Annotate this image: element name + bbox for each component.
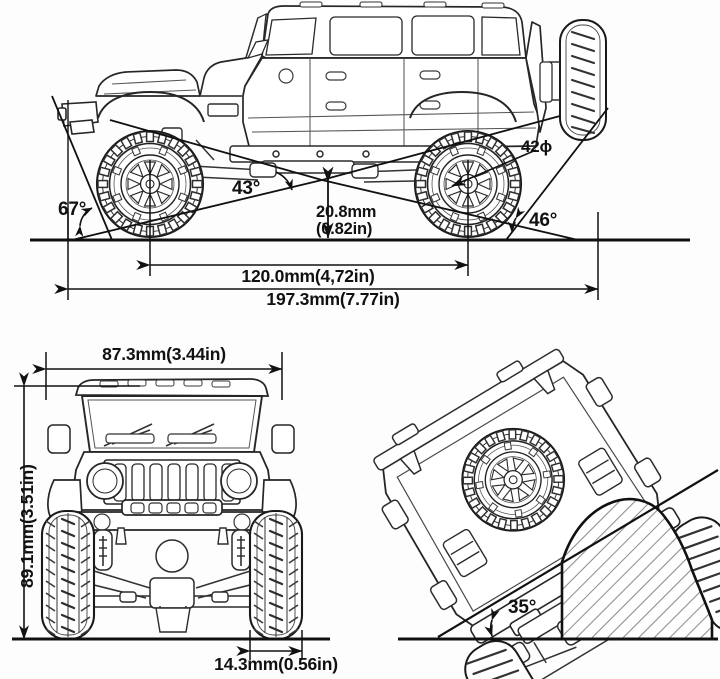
front-view-right-tire: [248, 509, 304, 641]
front-elevation-view: [12, 352, 330, 660]
label-ground-clearance-in: (0.82in): [316, 220, 373, 238]
obstacle-rock: [560, 497, 714, 641]
label-side-slope-angle: 35°: [508, 597, 537, 618]
label-departure-angle: 46°: [529, 210, 558, 231]
label-overall-length: 197.3mm(7.77in): [266, 289, 400, 309]
label-overall-height: 89.1mm(3.51in): [17, 464, 37, 588]
side-elevation-view: [30, 1, 690, 300]
rear-tilt-obstacle-view: [373, 348, 720, 679]
front-view-left-tire: [40, 509, 96, 641]
label-breakover-angle: 43°: [232, 178, 261, 199]
approach-angle-line: [51, 95, 113, 241]
label-wheelbase: 120.0mm(4,72in): [241, 266, 375, 286]
label-overall-width: 87.3mm(3.44in): [102, 344, 226, 364]
label-ground-clearance-mm: 20.8mm: [316, 203, 377, 221]
label-tire-diameter: 42ϕ: [521, 137, 553, 156]
label-approach-angle: 67°: [58, 199, 87, 220]
spare-tire-side: [539, 19, 607, 141]
label-tire-width: 14.3mm(0.56in): [214, 654, 338, 674]
breakover-angle-lines: [71, 115, 579, 241]
leader-tire-diameter: [451, 149, 537, 187]
